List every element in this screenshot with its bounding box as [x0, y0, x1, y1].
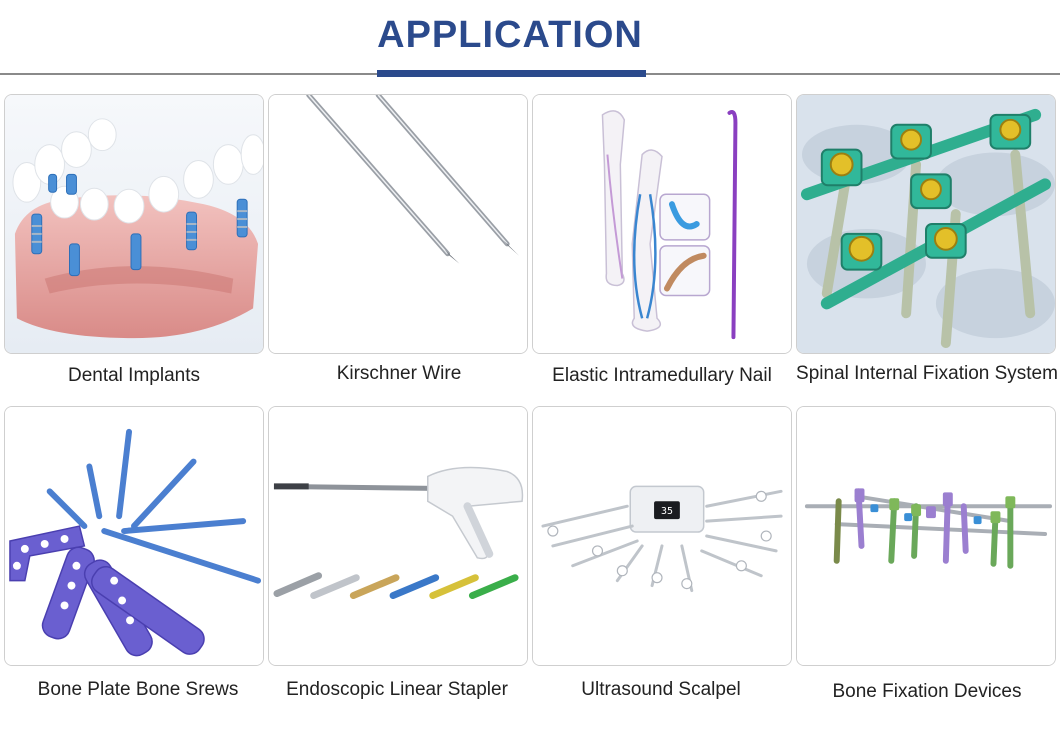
- bone-plate-label: Bone Plate Bone Srews: [37, 679, 239, 700]
- dental-implants-illustration: [5, 95, 263, 353]
- title-underline: [377, 70, 646, 77]
- spinal-fixation-illustration: [797, 95, 1055, 353]
- ultrasound-scalpel-image: 35: [532, 406, 792, 666]
- generator-display-readout: 35: [661, 506, 673, 517]
- bone-plate-image: [4, 406, 264, 666]
- ultrasound-scalpel-label: Ultrasound Scalpel: [581, 679, 741, 700]
- bone-fixation-label: Bone Fixation Devices: [832, 681, 1022, 702]
- spinal-fixation-image: [796, 94, 1056, 354]
- stapler-label: Endoscopic Linear Stapler: [286, 679, 508, 700]
- kirschner-wire-illustration: [269, 95, 527, 353]
- stapler-image: [268, 406, 528, 666]
- bone-fixation-illustration: [797, 407, 1055, 665]
- bone-fixation-image: [796, 406, 1056, 666]
- page-title: APPLICATION: [377, 14, 643, 56]
- kirschner-wire-image: [268, 94, 528, 354]
- ultrasound-scalpel-illustration: 35: [533, 407, 791, 665]
- spinal-fixation-label: Spinal Internal Fixation System: [796, 363, 1058, 384]
- elastic-nail-label: Elastic Intramedullary Nail: [552, 365, 772, 386]
- stapler-illustration: [269, 407, 527, 665]
- elastic-nail-illustration: [533, 95, 791, 353]
- bone-plate-illustration: [5, 407, 263, 665]
- elastic-nail-image: [532, 94, 792, 354]
- dental-implants-image: [4, 94, 264, 354]
- dental-implants-label: Dental Implants: [67, 365, 200, 386]
- kirschner-wire-label: Kirschner Wire: [336, 363, 462, 384]
